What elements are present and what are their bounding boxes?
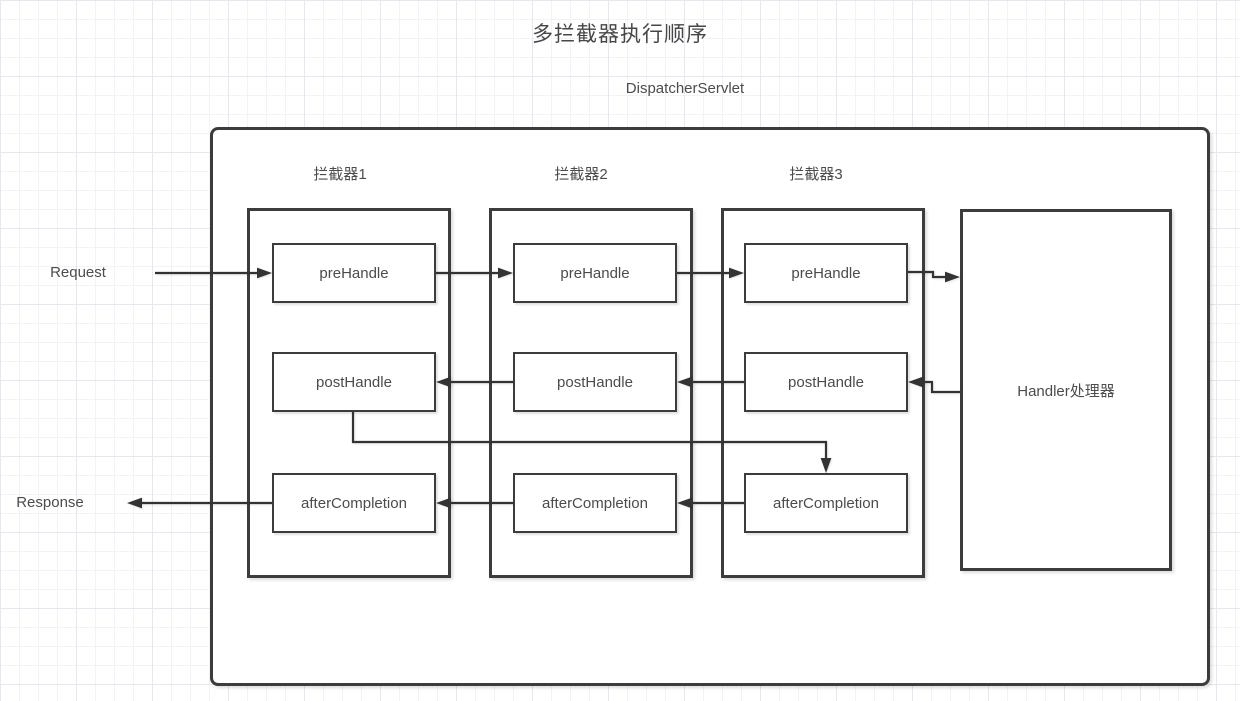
interceptor-2-prehandle-box: preHandle <box>513 243 677 303</box>
response-label: Response <box>16 494 84 511</box>
request-label: Request <box>50 264 106 281</box>
interceptor-1-label: 拦截器1 <box>313 166 367 183</box>
interceptor-3-label: 拦截器3 <box>789 166 843 183</box>
interceptor-2-posthandle-box: postHandle <box>513 352 677 412</box>
interceptor-1-prehandle-box: preHandle <box>272 243 436 303</box>
dispatcher-servlet-label: DispatcherServlet <box>625 80 745 97</box>
handler-box: Handler处理器 <box>960 209 1172 571</box>
interceptor-3-aftercompletion-box: afterCompletion <box>744 473 908 533</box>
handler-label: Handler处理器 <box>1017 382 1115 400</box>
interceptor-2-aftercompletion-box: afterCompletion <box>513 473 677 533</box>
interceptor-1-aftercompletion-box: afterCompletion <box>272 473 436 533</box>
interceptor-3-posthandle-box: postHandle <box>744 352 908 412</box>
interceptor-3-prehandle-box: preHandle <box>744 243 908 303</box>
diagram-title: 多拦截器执行顺序 <box>532 23 708 46</box>
interceptor-2-label: 拦截器2 <box>554 166 608 183</box>
interceptor-1-posthandle-box: postHandle <box>272 352 436 412</box>
